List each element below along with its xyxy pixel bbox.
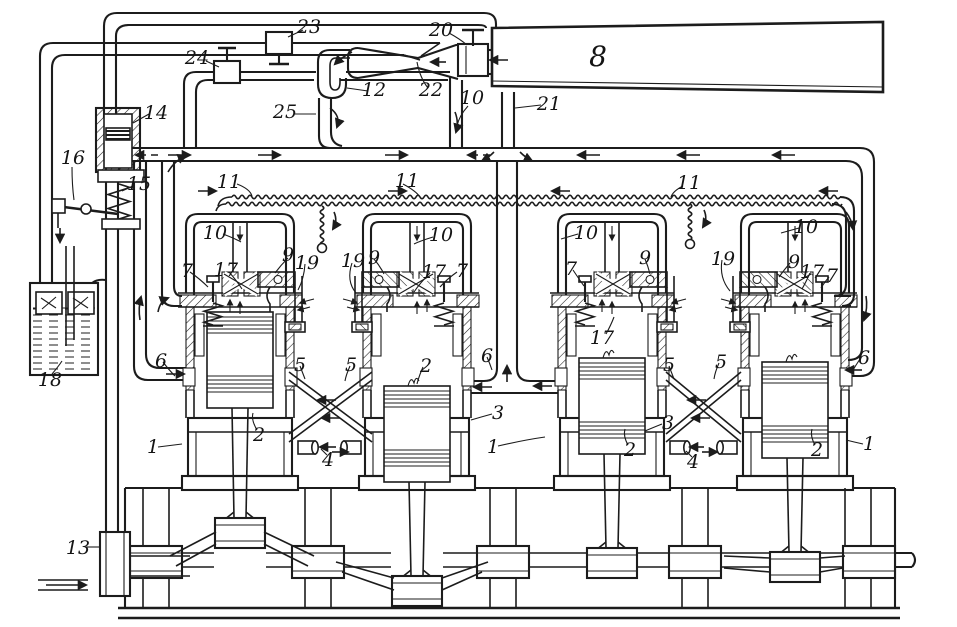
ref-label-6c: 6 — [858, 347, 870, 369]
ref-label-4a: 4 — [321, 449, 334, 471]
ref-label-17b: 17 — [422, 261, 447, 283]
ref-label-4b: 4 — [686, 451, 699, 473]
throttle-valve-20 — [462, 28, 484, 46]
ref-label-5b: 5 — [345, 354, 357, 376]
ref-label-17d: 17 — [800, 261, 825, 283]
ref-label-1c: 1 — [863, 433, 875, 455]
ref-label-23: 23 — [296, 16, 321, 38]
ref-label-3b: 3 — [662, 412, 674, 434]
ref-label-10c: 10 — [429, 224, 453, 246]
carburetor-body — [456, 42, 490, 78]
fuel-tank-8 — [488, 20, 885, 94]
reservoir-18 — [28, 246, 100, 377]
cylinder-head — [342, 226, 456, 333]
ref-label-2d: 2 — [810, 439, 823, 461]
ref-label-9a: 9 — [282, 244, 294, 266]
leader-lines — [51, 29, 864, 548]
ref-label-24: 24 — [184, 47, 209, 69]
ref-label-1a: 1 — [147, 436, 159, 458]
crankshaft — [128, 516, 917, 608]
ref-label-9b: 9 — [368, 247, 380, 269]
center-branch-pipe — [471, 162, 558, 395]
ref-label-10b: 10 — [203, 222, 227, 244]
ref-label-3a: 3 — [492, 402, 504, 424]
ref-label-20: 20 — [428, 19, 453, 41]
ref-label-9c: 9 — [639, 247, 651, 269]
ref-label-11c: 11 — [677, 172, 701, 194]
ref-label-13: 13 — [66, 537, 90, 559]
shutoff-valve-23 — [264, 30, 294, 66]
ref-label-1b: 1 — [487, 436, 499, 458]
ref-label-7b: 7 — [456, 260, 469, 282]
cylinder-1 — [178, 212, 315, 521]
ref-label-2c: 2 — [623, 439, 636, 461]
cylinder-2 — [342, 212, 480, 579]
vapor-manifold-11 — [215, 194, 843, 254]
ref-label-2b: 2 — [252, 424, 265, 446]
ref-label-5c: 5 — [663, 354, 675, 376]
pressure-regulator-14 — [94, 106, 145, 230]
ref-label-19c: 19 — [711, 248, 735, 270]
ref-label-15: 15 — [127, 173, 151, 195]
weighted-lever-16 — [51, 198, 119, 228]
flow-arrows — [46, 51, 872, 591]
ref-label-8: 8 — [589, 40, 607, 73]
transfer-pipes-5 — [288, 371, 742, 443]
ref-label-10e: 10 — [794, 216, 818, 238]
ref-label-7d: 7 — [826, 265, 839, 287]
ref-label-11a: 11 — [217, 171, 241, 193]
ref-label-19b: 19 — [341, 250, 365, 272]
ref-label-9d: 9 — [788, 251, 800, 273]
ref-label-22: 22 — [418, 79, 443, 101]
ref-label-10d: 10 — [574, 222, 598, 244]
cylinder-head — [720, 226, 834, 333]
priming-fittings-4 — [297, 440, 738, 455]
ref-label-7a: 7 — [181, 260, 194, 282]
cylinder-3 — [550, 212, 687, 551]
ref-label-21: 21 — [536, 93, 561, 115]
ref-label-16: 16 — [61, 147, 85, 169]
cylinder-head — [201, 226, 315, 333]
ref-label-7c: 7 — [565, 258, 578, 280]
ref-label-17c: 17 — [590, 327, 615, 349]
ref-label-14: 14 — [144, 102, 168, 124]
crankcase — [118, 486, 900, 620]
ref-label-11b: 11 — [395, 170, 419, 192]
machine-drawing — [28, 11, 917, 620]
ref-label-18: 18 — [38, 369, 62, 391]
ref-label-5d: 5 — [715, 351, 727, 373]
ref-label-12: 12 — [362, 79, 386, 101]
reference-numerals: 23 20 8 24 12 22 25 10 21 14 16 15 11 11… — [38, 16, 875, 559]
ref-label-17a: 17 — [214, 259, 239, 281]
ref-label-5a: 5 — [294, 354, 306, 376]
ref-label-19a: 19 — [295, 252, 319, 274]
ref-label-2a: 2 — [419, 355, 432, 377]
valve-24 — [212, 46, 242, 85]
inlet-fitting-13 — [38, 530, 190, 598]
cylinder-head — [573, 226, 687, 333]
ref-label-6b: 6 — [481, 345, 493, 367]
ref-label-25: 25 — [272, 101, 297, 123]
ref-label-10a: 10 — [460, 87, 484, 109]
ref-label-6a: 6 — [155, 350, 167, 372]
